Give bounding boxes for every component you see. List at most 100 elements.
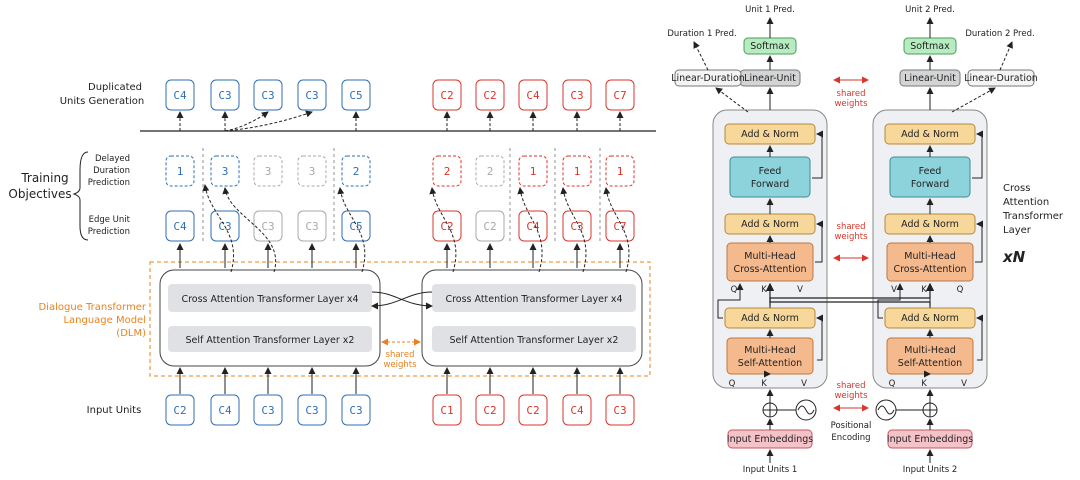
softmax: Softmax <box>743 37 797 55</box>
shared-weights-label: shared <box>837 381 866 391</box>
svg-text:C2: C2 <box>440 220 453 233</box>
side-label-line2: Attention <box>1003 197 1049 208</box>
svg-text:Softmax: Softmax <box>750 41 790 52</box>
svg-text:Linear-Unit: Linear-Unit <box>744 73 796 84</box>
svg-text:C4: C4 <box>526 220 540 233</box>
token-edge: C4 <box>165 210 195 242</box>
shared-weights-label: weights <box>834 391 868 401</box>
svg-text:1: 1 <box>177 165 184 178</box>
delayed-label-line3: Prediction <box>88 178 130 188</box>
svg-text:C2: C2 <box>526 404 539 417</box>
svg-text:Add & Norm: Add & Norm <box>741 129 799 140</box>
unit-1-pred-label: Unit 1 Pred. <box>745 5 795 15</box>
input-units-2-label: Input Units 2 <box>903 465 958 475</box>
delayed-label-line2: Duration <box>93 166 130 176</box>
svg-text:Forward: Forward <box>911 179 949 190</box>
cross-link-1 <box>371 291 433 310</box>
svg-text:C2: C2 <box>483 220 496 233</box>
svg-text:Add & Norm: Add & Norm <box>901 313 959 324</box>
svg-text:C3: C3 <box>261 404 274 417</box>
token-duration: 2 <box>475 155 505 187</box>
token-unit: C2 <box>475 394 505 426</box>
dlm-label-line3: (DLM) <box>116 328 146 339</box>
cross-qkv-label: K <box>921 285 927 295</box>
svg-text:C4: C4 <box>218 404 232 417</box>
edge-label-line2: Prediction <box>88 227 130 237</box>
training-brace <box>72 151 89 241</box>
svg-text:C4: C4 <box>173 89 187 102</box>
svg-text:C7: C7 <box>613 89 626 102</box>
svg-text:Feed: Feed <box>759 166 782 177</box>
svg-text:C5: C5 <box>349 220 362 233</box>
token-unit: C4 <box>210 394 240 426</box>
cross-layer-right <box>432 284 636 312</box>
token-unit: C3 <box>253 394 283 426</box>
cross-qkv-label: V <box>797 285 803 295</box>
k-label: K <box>921 379 927 389</box>
svg-text:C3: C3 <box>305 404 318 417</box>
token-unit: C2 <box>475 79 505 111</box>
token-unit: C4 <box>165 79 195 111</box>
svg-text:C3: C3 <box>349 404 362 417</box>
token-edge: C3 <box>562 210 592 242</box>
token-edge: C7 <box>605 210 635 242</box>
token-edge: C3 <box>297 210 327 242</box>
softmax: Softmax <box>903 37 957 55</box>
svg-text:Multi-Head: Multi-Head <box>904 345 956 356</box>
svg-text:C4: C4 <box>570 404 584 417</box>
add-norm-mid: Add & Norm <box>724 213 816 235</box>
svg-text:Add & Norm: Add & Norm <box>901 129 959 140</box>
cross-layer-left <box>168 284 372 312</box>
svg-text:3: 3 <box>265 165 272 178</box>
svg-text:Forward: Forward <box>751 179 789 190</box>
token-unit: C3 <box>605 394 635 426</box>
shared-weights-label: weights <box>834 99 868 109</box>
svg-text:C3: C3 <box>305 89 318 102</box>
cross-link-2 <box>371 291 433 310</box>
svg-text:1: 1 <box>530 165 537 178</box>
token-edge: C2 <box>432 210 462 242</box>
input-units-1-label: Input Units 1 <box>743 465 798 475</box>
linear-unit: Linear-Unit <box>899 69 961 87</box>
shared-weights-label: weights <box>834 232 868 242</box>
svg-text:3: 3 <box>309 165 316 178</box>
svg-text:Softmax: Softmax <box>910 41 950 52</box>
left-arrows <box>176 110 630 394</box>
svg-text:1: 1 <box>617 165 624 178</box>
linear-duration-1: Linear-Duration <box>671 69 745 87</box>
v-label: V <box>961 379 967 389</box>
svg-text:C4: C4 <box>526 89 540 102</box>
token-edge: C3 <box>253 210 283 242</box>
svg-text:C3: C3 <box>570 89 583 102</box>
self-layer-right <box>432 326 636 352</box>
linear-unit: Linear-Unit <box>739 69 801 87</box>
svg-text:C3: C3 <box>261 220 274 233</box>
token-edge: C5 <box>341 210 371 242</box>
left-panel: Duplicated Units Generation Training Obj… <box>8 79 656 426</box>
duration-2-pred-label: Duration 2 Pred. <box>965 29 1034 39</box>
add-norm-mid: Add & Norm <box>884 213 976 235</box>
token-unit: C5 <box>341 79 371 111</box>
svg-text:Multi-Head: Multi-Head <box>744 345 796 356</box>
training-label-line2: Objectives <box>8 187 71 201</box>
k-label: K <box>761 379 767 389</box>
token-unit: C3 <box>341 394 371 426</box>
svg-text:Add & Norm: Add & Norm <box>901 219 959 230</box>
positional-encoding-label-1: Positional <box>831 421 872 431</box>
svg-text:Self-Attention: Self-Attention <box>898 358 962 369</box>
svg-text:3: 3 <box>222 165 229 178</box>
dlm-label-line2: Language Model <box>63 315 146 326</box>
token-duration: 1 <box>562 155 592 187</box>
svg-text:C3: C3 <box>570 220 583 233</box>
cross-qkv-label: V <box>891 285 897 295</box>
delayed-label-line1: Delayed <box>95 154 130 164</box>
token-unit: C4 <box>562 394 592 426</box>
input-units-label: Input Units <box>87 405 142 416</box>
